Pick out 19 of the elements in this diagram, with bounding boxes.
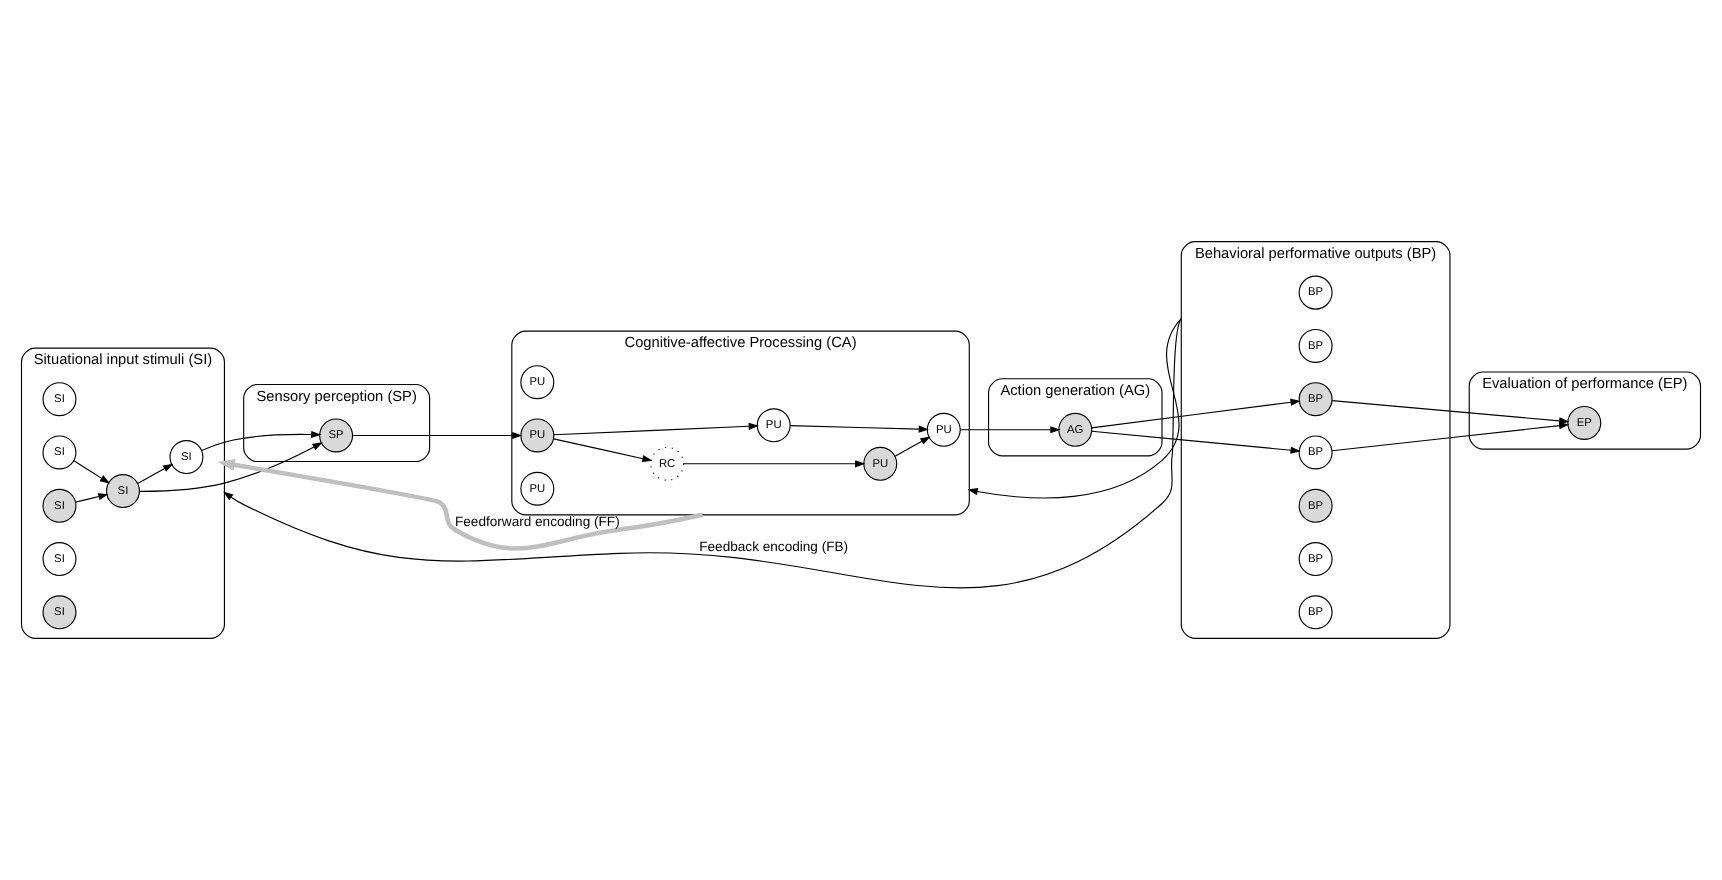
arrow bbox=[683, 460, 866, 468]
arrow bbox=[352, 431, 523, 440]
arrow bbox=[139, 442, 323, 492]
arrow bbox=[959, 426, 1061, 434]
arrow bbox=[223, 318, 1182, 589]
arrow bbox=[73, 460, 111, 484]
arrow bbox=[1091, 430, 1301, 454]
arrow bbox=[75, 493, 109, 503]
arrow bbox=[1091, 398, 1301, 429]
arrow bbox=[967, 318, 1182, 499]
arrow bbox=[201, 430, 322, 452]
arrow bbox=[1331, 422, 1570, 452]
arrow bbox=[553, 422, 759, 436]
arrow bbox=[894, 436, 931, 457]
arrow bbox=[1331, 400, 1570, 425]
arrow bbox=[217, 459, 704, 551]
arrow bbox=[553, 438, 653, 463]
arrow bbox=[137, 463, 174, 485]
arrow bbox=[789, 425, 929, 433]
